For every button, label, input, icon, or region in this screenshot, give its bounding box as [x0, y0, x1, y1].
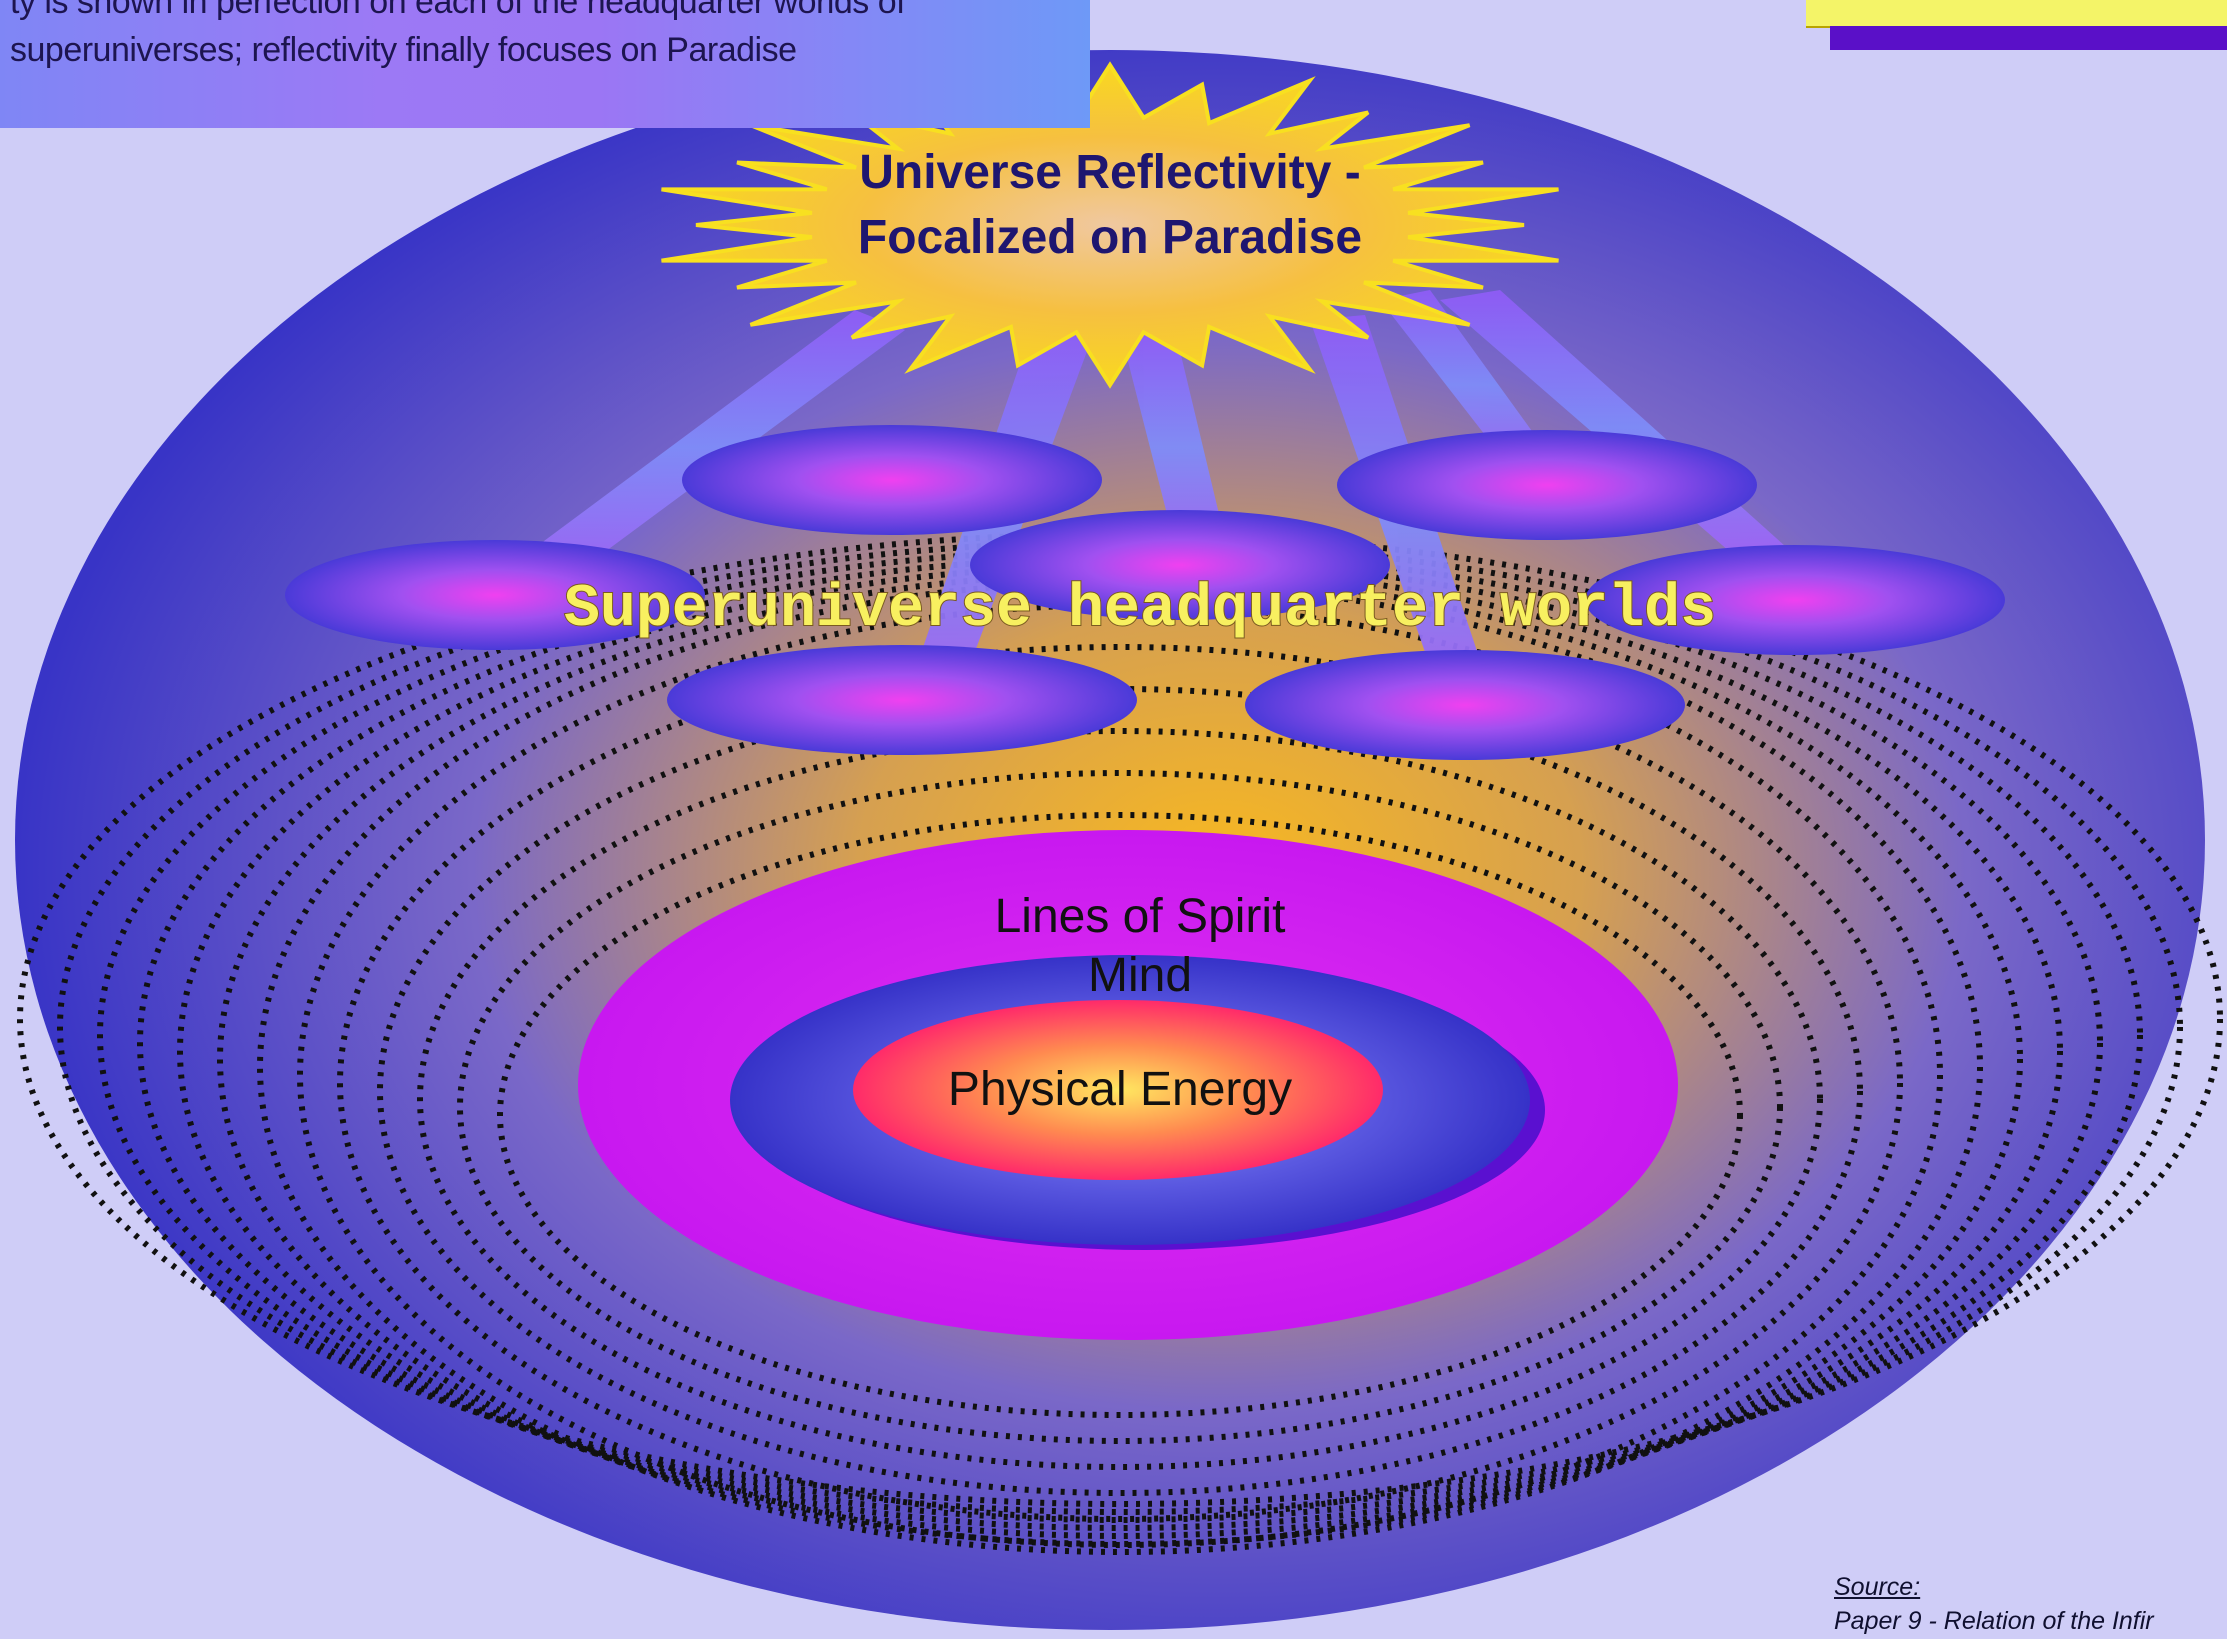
dotted-ring: [297, 602, 1943, 1548]
title-box-fragment: [1806, 0, 2227, 28]
world-disc-2: [1337, 430, 1757, 540]
ray-center: [1120, 330, 1230, 565]
world-disc-4: [285, 540, 705, 650]
dotted-ring: [337, 644, 1903, 1522]
world-disc-5: [1585, 545, 2005, 655]
dotted-ring: [57, 539, 2183, 1515]
source-text: Paper 9 - Relation of the Infir: [1834, 1607, 2154, 1635]
headquarter-worlds: [285, 425, 2005, 760]
physical-energy-label: Physical Energy: [948, 1063, 1292, 1116]
callout-text: ty is shown in perfection on each of the…: [10, 0, 1080, 74]
world-disc-6: [667, 645, 1137, 755]
star-title-line1: Universe Reflectivity -: [859, 146, 1361, 199]
star-title-line2: Focalized on Paradise: [858, 211, 1362, 264]
dotted-ring: [457, 770, 1783, 1444]
physical-energy-core: [853, 1000, 1383, 1180]
lines-of-spirit-label: Lines of Spirit: [995, 890, 1286, 943]
dotted-ring: [137, 555, 2103, 1531]
dotted-ring: [497, 812, 1743, 1418]
source-note: Source: Paper 9 - Relation of the Infir: [1834, 1570, 2227, 1638]
explanation-callout: ty is shown in perfection on each of the…: [0, 0, 1090, 128]
title-box-shadow: [1830, 26, 2227, 50]
dotted-ring: [177, 563, 2063, 1539]
callout-line-1: ty is shown in perfection on each of the…: [10, 0, 906, 21]
world-disc-3: [970, 510, 1390, 620]
source-label: Source:: [1834, 1573, 1921, 1601]
paradise-starburst: [661, 61, 1559, 389]
world-disc-1: [682, 425, 1102, 535]
dotted-ring: [417, 728, 1823, 1470]
dotted-ring: [97, 547, 2143, 1523]
mind-label: Mind: [1088, 949, 1192, 1002]
ray-left: [505, 310, 905, 585]
headquarters-label: Superuniverse headquarter worlds: [564, 576, 1716, 644]
callout-line-2: superuniverses; reflectivity finally foc…: [10, 31, 797, 69]
world-disc-7: [1245, 650, 1685, 760]
